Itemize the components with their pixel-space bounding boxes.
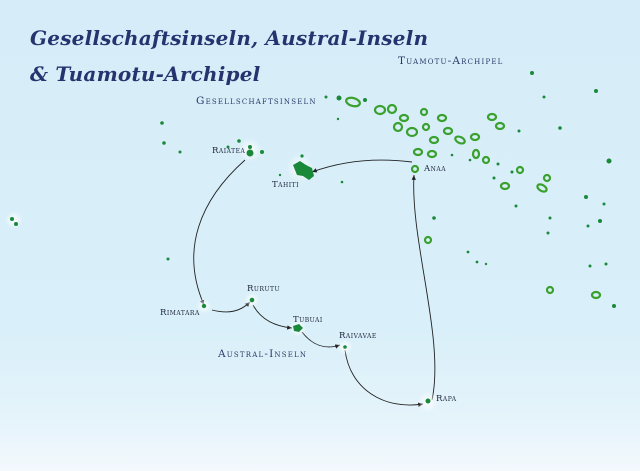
place-label-rurutu: Rurutu bbox=[247, 284, 281, 294]
route-rurutu-tubuai bbox=[252, 304, 293, 330]
map-title-line-2: & Tuamotu-Archipel bbox=[30, 62, 261, 86]
route-lines bbox=[193, 159, 436, 407]
tuamotu-atolls bbox=[345, 96, 602, 300]
route-rapa-anaa bbox=[411, 174, 436, 401]
route-anaa-tahiti bbox=[311, 159, 413, 173]
region-label-society: Gesellschaftsinseln bbox=[196, 95, 317, 107]
place-label-raiatea: Raiatea bbox=[212, 146, 246, 156]
small-islands bbox=[5, 71, 616, 412]
place-label-rimatara: Rimatara bbox=[160, 308, 200, 318]
place-label-anaa: Anaa bbox=[424, 164, 447, 174]
route-tubuai-raivavae bbox=[301, 331, 341, 349]
place-label-rapa: Rapa bbox=[436, 394, 457, 404]
route-raiatea-rimatara bbox=[193, 159, 246, 306]
place-label-raivavae: Raivavae bbox=[339, 331, 377, 341]
place-label-tubuai: Tubuai bbox=[293, 315, 323, 325]
region-label-tuamotu: Tuamotu-Archipel bbox=[398, 55, 504, 67]
place-label-tahiti: Tahiti bbox=[272, 180, 299, 190]
route-raivavae-rapa bbox=[344, 349, 424, 407]
region-label-austral: Austral-Inseln bbox=[218, 348, 308, 360]
route-rimatara-rurutu bbox=[211, 301, 251, 313]
map-title-line-1: Gesellschaftsinseln, Austral-Inseln bbox=[30, 26, 429, 50]
